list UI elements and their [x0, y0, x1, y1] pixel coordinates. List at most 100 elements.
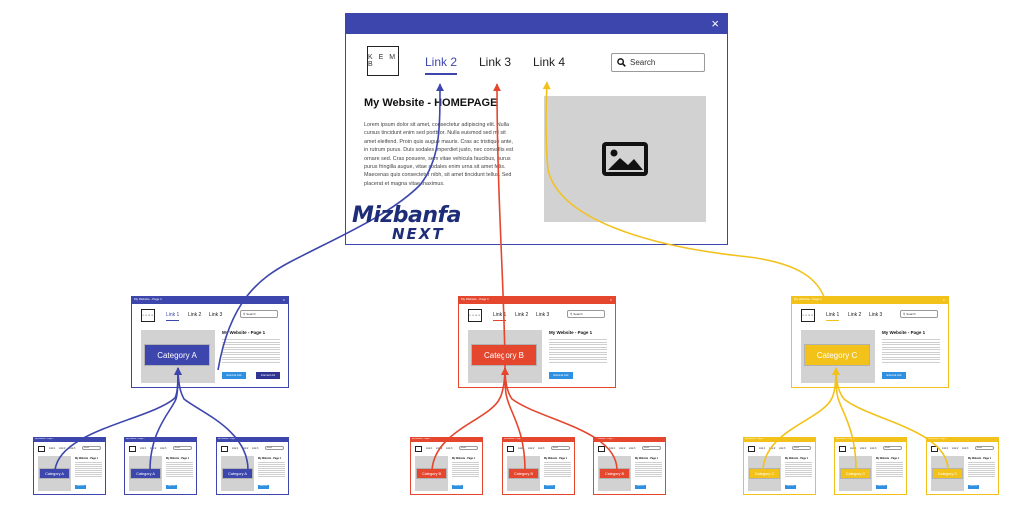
nav-link-1[interactable]: Link 1	[850, 447, 857, 450]
nav-link-1[interactable]: Link 1	[518, 447, 525, 450]
external-link-button[interactable]: External Link	[785, 485, 796, 489]
category-button[interactable]: Category A	[223, 469, 252, 478]
external-link-button[interactable]: External Link	[75, 485, 86, 489]
search-input[interactable]: ⚲Search	[240, 310, 278, 318]
category-button[interactable]: Category C	[841, 469, 870, 478]
external-link-button[interactable]: External Link	[635, 485, 646, 489]
search-input[interactable]: Search	[265, 446, 284, 450]
search-input[interactable]: ⚲Search	[900, 310, 938, 318]
nav-link-1[interactable]: Link 1	[49, 447, 56, 450]
nav-link-1[interactable]: Link 1	[426, 447, 433, 450]
internal-link-button[interactable]: Internal Link	[256, 372, 280, 379]
nav-link-3[interactable]: Link 3	[869, 312, 883, 318]
close-icon[interactable]: ×	[609, 297, 612, 302]
site-logo[interactable]	[38, 446, 45, 452]
external-link-button[interactable]: External Link	[876, 485, 887, 489]
external-link-button[interactable]: External Link	[258, 485, 269, 489]
search-input[interactable]: Search	[792, 446, 811, 450]
external-link-button[interactable]: External Link	[544, 485, 555, 489]
window-title: My Website - Page 1	[218, 438, 237, 440]
nav-link-2[interactable]: Link 2	[848, 312, 862, 318]
nav-link-2[interactable]: Link 2	[528, 447, 535, 450]
nav-link-2[interactable]: Link 2	[425, 55, 458, 75]
nav-link-1[interactable]: Link 1	[232, 447, 239, 450]
search-input[interactable]: Search	[551, 446, 570, 450]
nav-link-1[interactable]: Link 1	[166, 312, 180, 321]
category-button[interactable]: Category A	[131, 469, 160, 478]
nav-link-4[interactable]: Link 4	[533, 55, 566, 69]
nav-link-1[interactable]: Link 1	[759, 447, 766, 450]
nav-link-1[interactable]: Link 1	[493, 312, 507, 321]
site-logo[interactable]: K E M B	[141, 309, 155, 322]
site-logo[interactable]	[839, 446, 846, 452]
site-logo[interactable]: K E M B	[468, 309, 482, 322]
external-link-button[interactable]: External Link	[549, 372, 573, 379]
nav-link-3[interactable]: Link 3	[446, 447, 453, 450]
window-title: My Website - Page 1	[504, 438, 523, 440]
site-logo[interactable]	[931, 446, 938, 452]
category-button[interactable]: Category C	[805, 345, 869, 365]
nav-link-2[interactable]: Link 2	[242, 447, 249, 450]
search-input[interactable]: Search	[173, 446, 192, 450]
close-icon[interactable]: ×	[282, 297, 285, 302]
nav-link-3[interactable]: Link 3	[779, 447, 786, 450]
nav-link-2[interactable]: Link 2	[436, 447, 443, 450]
nav-link-2[interactable]: Link 2	[150, 447, 157, 450]
category-button[interactable]: Category A	[40, 469, 69, 478]
search-input[interactable]: Search	[611, 53, 705, 72]
search-input[interactable]: Search	[459, 446, 478, 450]
nav-link-1[interactable]: Link 1	[609, 447, 616, 450]
subpage-window: My Website - Page 1 Link 1 Link 2 Link 3…	[834, 437, 907, 495]
site-logo[interactable]	[129, 446, 136, 452]
site-logo[interactable]	[221, 446, 228, 452]
nav-link-3[interactable]: Link 3	[538, 447, 545, 450]
external-link-button[interactable]: External Link	[968, 485, 979, 489]
site-logo[interactable]	[748, 446, 755, 452]
nav-link-3[interactable]: Link 3	[962, 447, 969, 450]
close-icon[interactable]: ×	[711, 16, 719, 31]
category-button[interactable]: Category C	[933, 469, 962, 478]
search-input[interactable]: Search	[642, 446, 661, 450]
nav-link-2[interactable]: Link 2	[619, 447, 626, 450]
category-button[interactable]: Category C	[750, 469, 779, 478]
close-icon[interactable]: ×	[942, 297, 945, 302]
nav-link-2[interactable]: Link 2	[188, 312, 202, 318]
search-placeholder: Search	[246, 312, 256, 316]
category-button[interactable]: Category B	[417, 469, 446, 478]
search-input[interactable]: ⚲Search	[567, 310, 605, 318]
search-input[interactable]: Search	[975, 446, 994, 450]
external-link-button[interactable]: External Link	[166, 485, 177, 489]
nav-link-3[interactable]: Link 3	[69, 447, 76, 450]
nav-link-3[interactable]: Link 3	[252, 447, 259, 450]
site-logo[interactable]	[507, 446, 514, 452]
search-input[interactable]: Search	[883, 446, 902, 450]
nav-link-2[interactable]: Link 2	[59, 447, 66, 450]
site-logo[interactable]	[415, 446, 422, 452]
category-button[interactable]: Category B	[472, 345, 536, 365]
category-button[interactable]: Category B	[600, 469, 629, 478]
nav-link-3[interactable]: Link 3	[870, 447, 877, 450]
nav-link-2[interactable]: Link 2	[860, 447, 867, 450]
category-button[interactable]: Category A	[145, 345, 209, 365]
body-text-lines	[166, 462, 193, 478]
nav-link-1[interactable]: Link 1	[826, 312, 840, 321]
external-link-button[interactable]: External Link	[452, 485, 463, 489]
nav-link-1[interactable]: Link 1	[140, 447, 147, 450]
nav-link-2[interactable]: Link 2	[952, 447, 959, 450]
category-button[interactable]: Category B	[509, 469, 538, 478]
nav-link-3[interactable]: Link 3	[479, 55, 512, 69]
site-logo[interactable]: K E M B	[801, 309, 815, 322]
nav-link-3[interactable]: Link 3	[209, 312, 223, 318]
nav-link-2[interactable]: Link 2	[515, 312, 529, 318]
site-logo[interactable]: K E M B	[367, 46, 399, 76]
site-logo[interactable]	[598, 446, 605, 452]
nav-link-3[interactable]: Link 3	[629, 447, 636, 450]
nav-link-3[interactable]: Link 3	[536, 312, 550, 318]
external-link-button[interactable]: External Link	[222, 372, 246, 379]
nav-link-3[interactable]: Link 3	[160, 447, 167, 450]
search-input[interactable]: Search	[82, 446, 101, 450]
nav-link-2[interactable]: Link 2	[769, 447, 776, 450]
watermark-line1: Mizbanfa	[352, 203, 461, 228]
nav-link-1[interactable]: Link 1	[942, 447, 949, 450]
external-link-button[interactable]: External Link	[882, 372, 906, 379]
